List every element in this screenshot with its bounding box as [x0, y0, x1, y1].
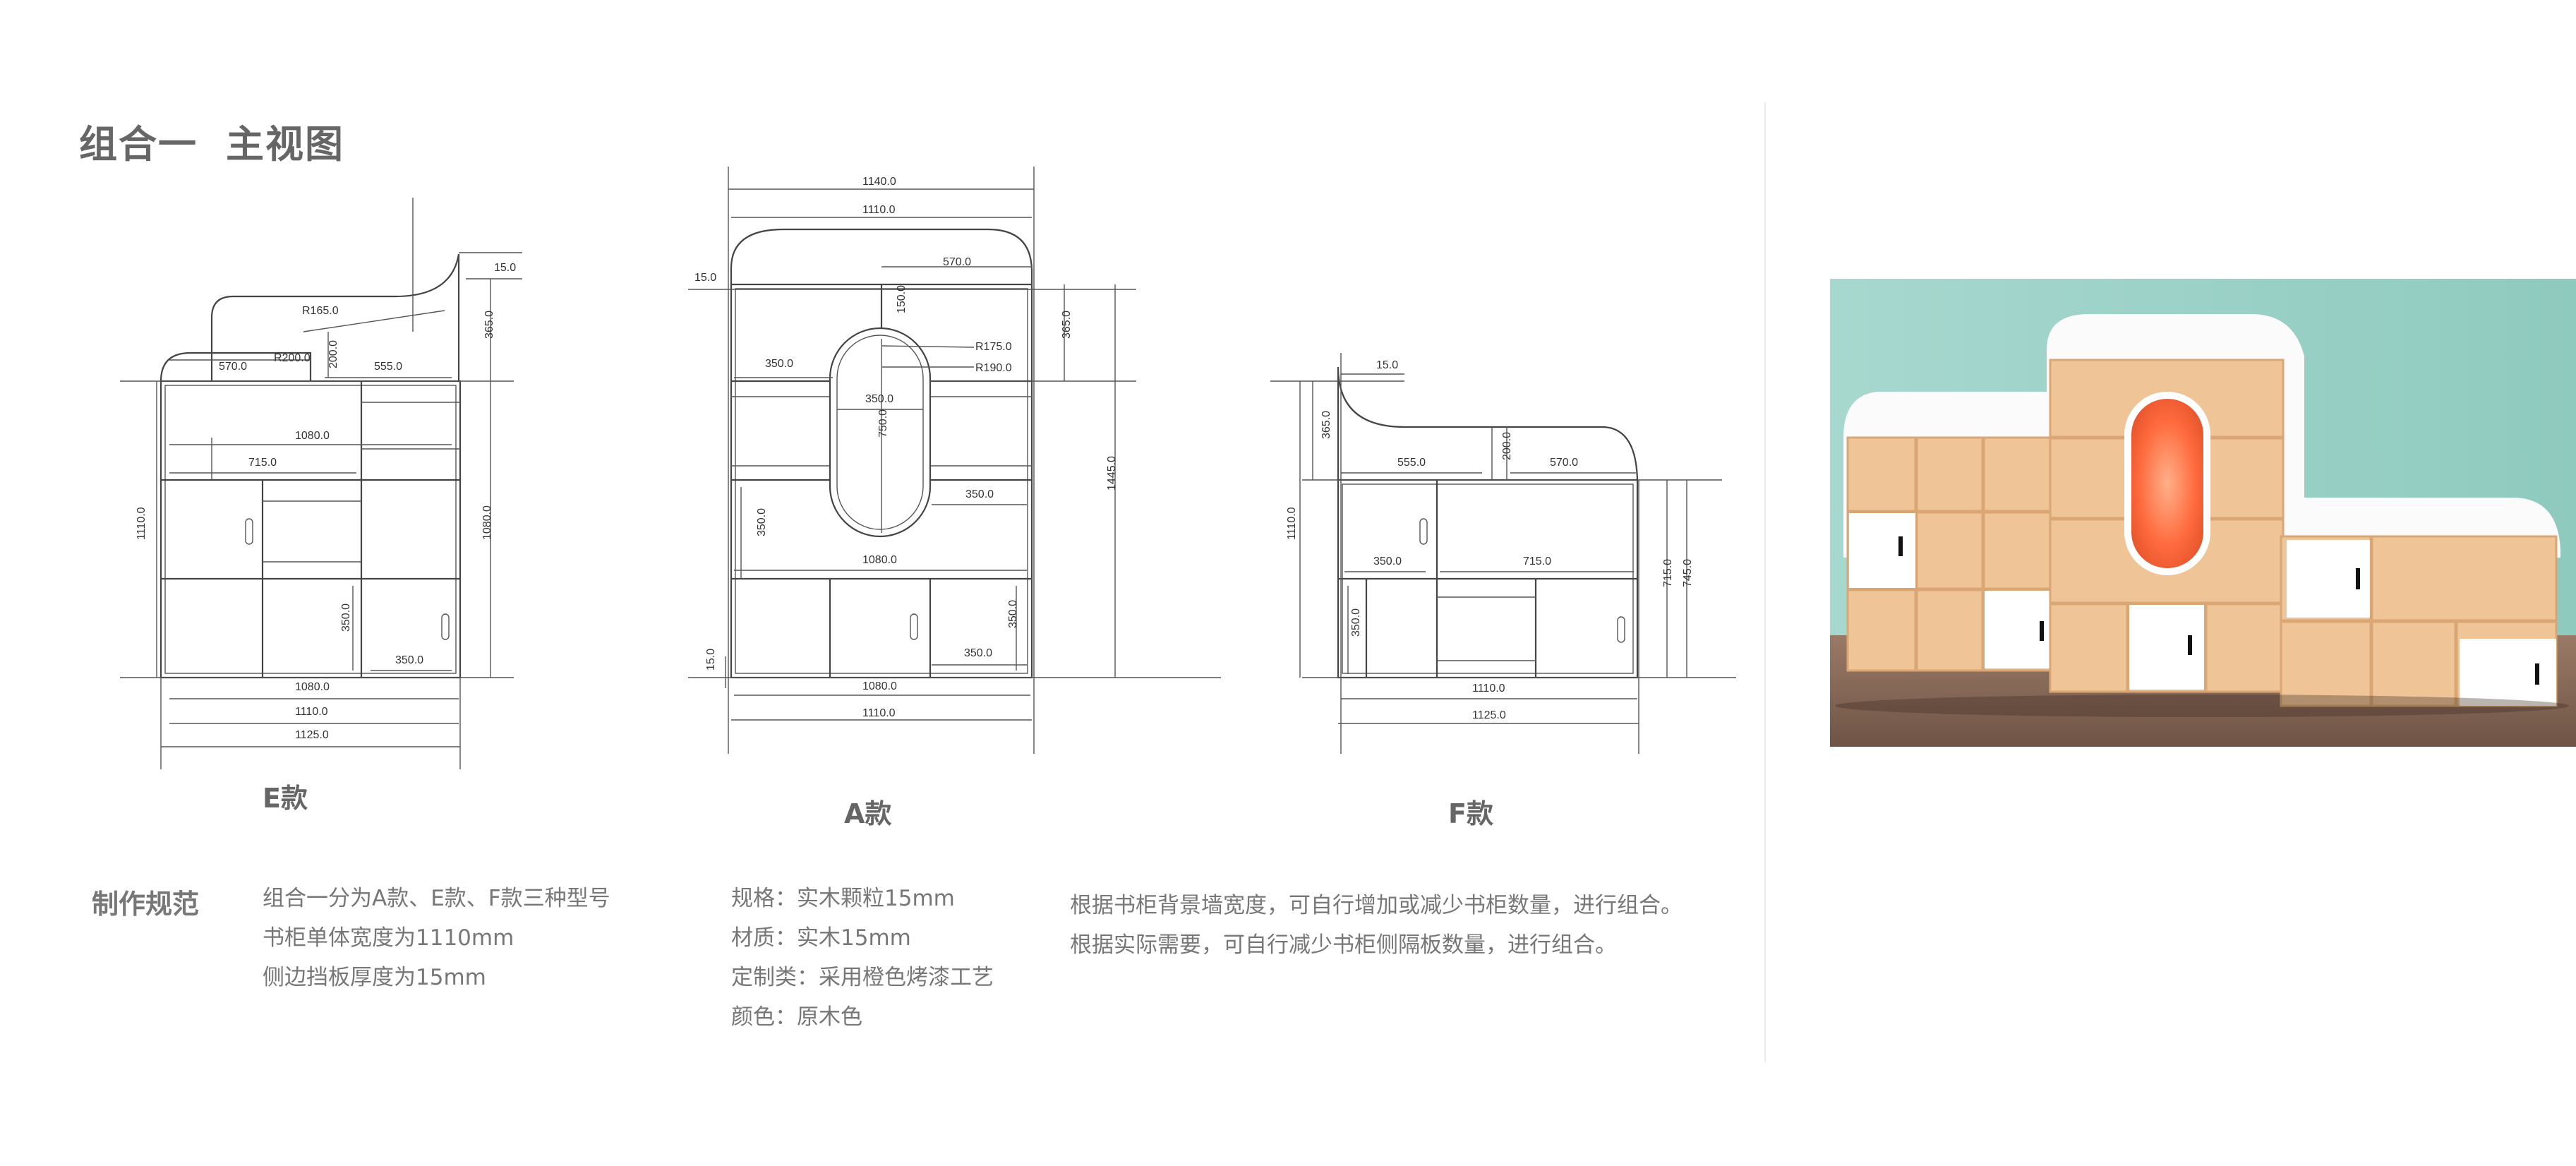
e-dim-350-horiz: 350.0 — [395, 654, 423, 666]
a-dim-365: 365.0 — [1061, 311, 1073, 339]
a-dim-350-vert-right: 350.0 — [1007, 600, 1019, 628]
f-door-handle-bottom — [1617, 616, 1625, 643]
f-dim-1125-bottom: 1125.0 — [1472, 709, 1506, 721]
spec-line: 书柜单体宽度为1110mm — [263, 925, 514, 951]
e-door-handle-left — [245, 518, 253, 545]
f-dim-715-horiz: 715.0 — [1523, 555, 1551, 567]
f-dim-15: 15.0 — [1376, 359, 1398, 371]
photo-door-3 — [2129, 605, 2204, 690]
a-dim-r190: R190.0 — [975, 362, 1012, 374]
spec-line: 规格：实木颗粒15mm — [731, 886, 955, 911]
f-dim-1110-side: 1110.0 — [1286, 507, 1298, 540]
a-dim-350-vert-left: 350.0 — [756, 508, 768, 536]
e-top-left-arch — [160, 351, 312, 382]
vertical-divider — [1764, 102, 1766, 1062]
photo-door-1 — [1849, 513, 1915, 588]
f-top-curve — [1337, 366, 1639, 481]
e-dim-r165: R165.0 — [302, 305, 339, 317]
a-dim-1080-bottom: 1080.0 — [862, 680, 897, 692]
a-dim-1140: 1140.0 — [862, 176, 896, 188]
e-dim-1110-side: 1110.0 — [136, 507, 148, 540]
f-dim-365: 365.0 — [1320, 411, 1332, 439]
page-title: 组合一主视图 — [79, 113, 344, 169]
drawing-f: 15.0 365.0 555.0 200.0 570.0 1110.0 350.… — [1270, 353, 1736, 754]
e-cabinet-body — [160, 380, 462, 679]
page-title-part1: 组合一 — [79, 122, 198, 167]
photo-oval-glow — [2124, 392, 2210, 575]
spec-line: 根据实际需要，可自行减少书柜侧隔板数量，进行组合。 — [1070, 932, 1617, 958]
e-dim-1125-bottom: 1125.0 — [295, 729, 329, 741]
a-oval-opening — [829, 327, 932, 538]
a-dim-1445: 1445.0 — [1106, 456, 1118, 491]
e-dim-1080-side: 1080.0 — [481, 505, 493, 540]
f-dim-350-horiz: 350.0 — [1373, 555, 1402, 567]
e-dim-555: 555.0 — [374, 361, 402, 373]
spec-column-3: 根据书柜背景墙宽度，可自行增加或减少书柜数量，进行组合。 根据实际需要，可自行减… — [1070, 886, 1683, 965]
spec-line: 定制类：采用橙色烤漆工艺 — [731, 965, 994, 990]
spec-line: 侧边挡板厚度为15mm — [263, 965, 486, 990]
e-top-curve — [210, 253, 460, 381]
caption-e: E款 — [263, 783, 308, 814]
a-dim-750: 750.0 — [877, 409, 889, 438]
a-dim-350-right: 350.0 — [965, 488, 994, 500]
a-dim-350-oval: 350.0 — [865, 393, 893, 405]
f-dim-350-vert: 350.0 — [1350, 608, 1362, 637]
e-dim-r200: R200.0 — [274, 352, 311, 364]
e-dim-570: 570.0 — [219, 361, 247, 373]
f-dim-555: 555.0 — [1397, 457, 1426, 469]
e-dim-200: 200.0 — [327, 340, 339, 368]
e-dim-15: 15.0 — [494, 262, 516, 274]
f-dim-570: 570.0 — [1550, 457, 1578, 469]
f-dim-200: 200.0 — [1501, 432, 1513, 460]
a-dim-150: 150.0 — [896, 285, 908, 313]
a-dim-1080-mid: 1080.0 — [862, 554, 897, 566]
e-dim-365: 365.0 — [483, 311, 495, 339]
spec-line: 组合一分为A款、E款、F款三种型号 — [263, 886, 610, 911]
photo-door-5 — [2460, 639, 2556, 706]
a-top-arch — [730, 228, 1033, 284]
f-dim-715-vert: 715.0 — [1662, 559, 1674, 587]
f-dim-745-vert: 745.0 — [1682, 559, 1694, 587]
e-dim-1080-bottom: 1080.0 — [295, 681, 330, 693]
caption-f: F款 — [1448, 798, 1493, 829]
e-dim-715: 715.0 — [248, 457, 277, 469]
drawing-a: 1140.0 1110.0 570.0 15.0 150.0 365.0 R17… — [688, 167, 1221, 754]
e-dim-350-vert: 350.0 — [340, 603, 352, 632]
spec-line: 材质：实木15mm — [731, 925, 911, 951]
spec-line: 颜色：原木色 — [731, 1004, 862, 1030]
a-dim-15-bottom: 15.0 — [705, 649, 717, 671]
a-dim-1110-bottom: 1110.0 — [862, 707, 896, 719]
e-dim-1110-bottom: 1110.0 — [295, 706, 328, 718]
e-cabinet-inner — [164, 385, 457, 674]
a-door-handle — [910, 613, 918, 640]
spec-column-2: 规格：实木颗粒15mm 材质：实木15mm 定制类：采用橙色烤漆工艺 颜色：原木… — [731, 879, 994, 1037]
a-dim-350-bottom: 350.0 — [964, 647, 992, 659]
spec-heading: 制作规范 — [92, 889, 200, 920]
f-dim-1110-bottom: 1110.0 — [1472, 683, 1505, 695]
a-dim-1110-top: 1110.0 — [862, 204, 896, 216]
e-dim-1080-inner: 1080.0 — [295, 430, 330, 442]
spec-line: 根据书柜背景墙宽度，可自行增加或减少书柜数量，进行组合。 — [1070, 893, 1683, 918]
a-oval-inner — [836, 335, 924, 530]
page-title-part2: 主视图 — [226, 122, 344, 167]
a-dim-570: 570.0 — [943, 256, 971, 268]
render-photo — [1830, 279, 2576, 747]
a-dim-350-left: 350.0 — [765, 358, 793, 370]
e-door-handle-right — [441, 613, 450, 640]
spec-column-1: 组合一分为A款、E款、F款三种型号 书柜单体宽度为1110mm 侧边挡板厚度为1… — [263, 879, 610, 997]
caption-a: A款 — [844, 798, 892, 829]
a-dim-15-top: 15.0 — [694, 272, 716, 284]
drawing-e: 15.0 R165.0 365.0 570.0 R200.0 200.0 555… — [120, 198, 522, 769]
a-dim-r175: R175.0 — [975, 341, 1012, 353]
f-door-handle-top — [1419, 518, 1428, 545]
